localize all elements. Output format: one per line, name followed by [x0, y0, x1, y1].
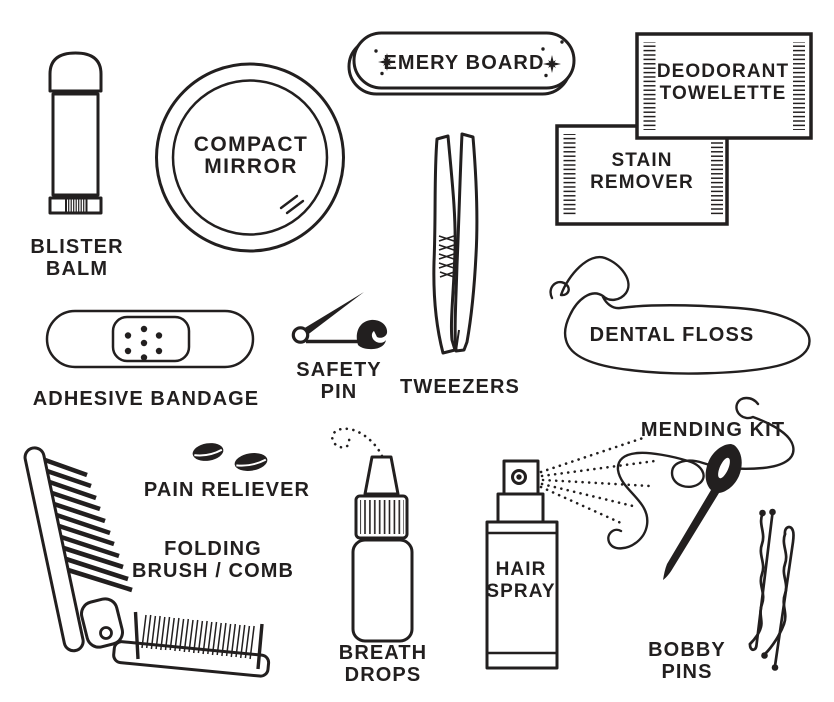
adhesive-bandage-drawing — [45, 309, 255, 369]
sparkle-icon — [374, 49, 396, 76]
pain-reliever-drawing — [192, 443, 268, 471]
compact-mirror-drawing — [155, 62, 345, 253]
tweezers-label: TWEEZERS — [400, 376, 520, 398]
blister-balm-drawing — [48, 51, 103, 215]
bobby-pins-drawing — [748, 508, 795, 671]
deodorant-towelette-drawing — [635, 32, 813, 140]
adhesive-bandage-label: ADHESIVE BANDAGE — [32, 388, 260, 410]
tweezers-drawing — [432, 132, 479, 355]
sparkle-icon — [541, 40, 564, 78]
mending-kit-drawing — [607, 396, 795, 580]
pain-reliever-label: PAIN RELIEVER — [143, 479, 311, 501]
emery-board-label: EMERY BOARD — [383, 52, 545, 74]
stain-remover-drawing — [555, 124, 729, 226]
breath-drops-drawing — [330, 427, 414, 643]
dental-floss-label: DENTAL FLOSS — [589, 324, 755, 346]
mending-kit-label: MENDING KIT — [640, 419, 786, 441]
hair-spray-drawing — [485, 436, 657, 670]
safety-pin-drawing — [291, 292, 388, 350]
folding-brush-comb-drawing — [23, 446, 271, 678]
emery-board-drawing — [347, 31, 576, 96]
dental-floss-drawing — [549, 255, 811, 375]
